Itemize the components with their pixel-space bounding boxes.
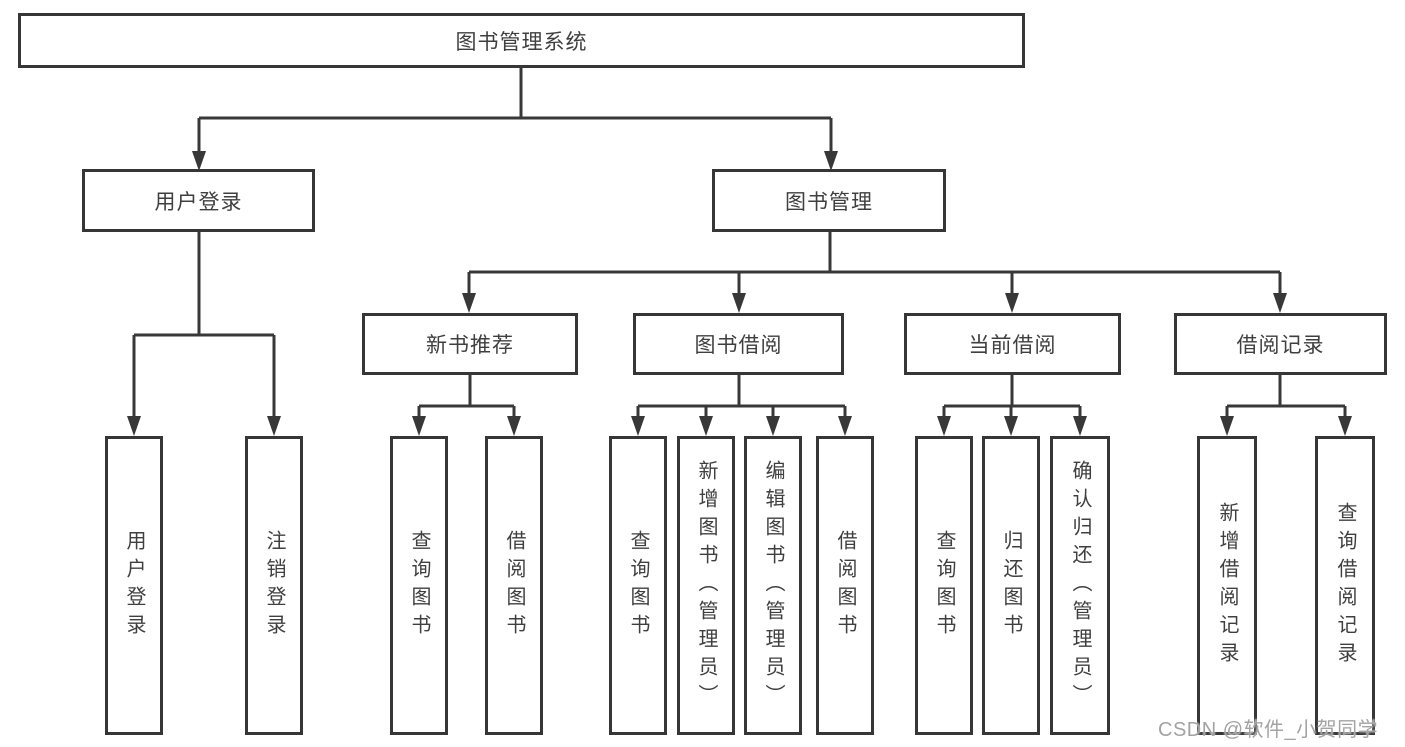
- arrowhead-icon: [1273, 293, 1287, 313]
- arrowhead-icon: [699, 416, 713, 436]
- connector-new-book-rec-to-leaves: [412, 375, 521, 436]
- leaf-user-login: 用户登录: [105, 436, 163, 735]
- connector-book-mgmt-to-level2: [462, 232, 1287, 313]
- node-new-book-rec-label: 新书推荐: [426, 334, 514, 357]
- node-user-login: 用户登录: [82, 169, 315, 232]
- leaf-return-book-label: 归还图书: [1000, 529, 1022, 642]
- node-book-borrow: 图书借阅: [633, 313, 844, 375]
- leaf-add-book: 新增图书（管理员）: [677, 436, 735, 735]
- leaf-query-book-current: 查询图书: [915, 436, 973, 735]
- arrowhead-icon: [412, 416, 426, 436]
- arrowhead-icon: [192, 151, 206, 171]
- connector-root-to-level1: [192, 68, 838, 171]
- arrowhead-icon: [766, 416, 780, 436]
- leaf-query-book-rec-label: 查询图书: [408, 529, 430, 642]
- arrowhead-icon: [1004, 416, 1018, 436]
- leaf-confirm-return-label: 确认归还（管理员）: [1069, 459, 1091, 712]
- connector-book-borrow-to-leaves: [631, 375, 852, 436]
- node-book-mgmt: 图书管理: [712, 169, 946, 232]
- node-root-label: 图书管理系统: [455, 30, 588, 54]
- leaf-borrow-book: 借阅图书: [816, 436, 874, 735]
- node-root: 图书管理系统: [18, 13, 1025, 68]
- leaf-query-borrow-record-label: 查询借阅记录: [1334, 501, 1356, 670]
- leaf-add-borrow-record-label: 新增借阅记录: [1216, 501, 1238, 670]
- leaf-query-borrow-record: 查询借阅记录: [1315, 436, 1375, 735]
- arrowhead-icon: [838, 416, 852, 436]
- node-book-mgmt-label: 图书管理: [785, 190, 873, 214]
- csdn-watermark: CSDN @软件_小贺同学: [1158, 719, 1379, 741]
- arrowhead-icon: [732, 293, 746, 313]
- node-current-borrow-label: 当前借阅: [968, 334, 1057, 357]
- node-new-book-rec: 新书推荐: [362, 313, 578, 375]
- leaf-borrow-book-rec-label: 借阅图书: [503, 529, 525, 642]
- leaf-query-book-current-label: 查询图书: [933, 529, 955, 642]
- arrowhead-icon: [1220, 416, 1234, 436]
- arrowhead-icon: [267, 416, 281, 436]
- leaf-add-borrow-record: 新增借阅记录: [1197, 436, 1257, 735]
- node-book-borrow-label: 图书借阅: [694, 334, 783, 357]
- arrowhead-icon: [824, 151, 838, 171]
- leaf-user-login-label: 用户登录: [123, 529, 145, 642]
- leaf-edit-book: 编辑图书（管理员）: [744, 436, 802, 735]
- leaf-query-book-rec: 查询图书: [390, 436, 448, 735]
- leaf-query-book-borrow: 查询图书: [609, 436, 667, 735]
- leaf-confirm-return: 确认归还（管理员）: [1050, 436, 1110, 735]
- arrowhead-icon: [1005, 293, 1019, 313]
- leaf-logout-login: 注销登录: [245, 436, 303, 735]
- leaf-return-book: 归还图书: [982, 436, 1040, 735]
- arrowhead-icon: [127, 416, 141, 436]
- arrowhead-icon: [937, 416, 951, 436]
- leaf-borrow-book-rec: 借阅图书: [485, 436, 543, 735]
- node-borrow-record-label: 借阅记录: [1236, 334, 1325, 357]
- arrowhead-icon: [507, 416, 521, 436]
- arrowhead-icon: [462, 293, 476, 313]
- connector-borrow-record-to-leaves: [1220, 375, 1352, 436]
- leaf-borrow-book-label: 借阅图书: [834, 529, 856, 642]
- node-current-borrow: 当前借阅: [904, 313, 1121, 375]
- connector-current-borrow-to-leaves: [937, 375, 1087, 436]
- leaf-add-book-label: 新增图书（管理员）: [695, 459, 717, 712]
- arrowhead-icon: [1073, 416, 1087, 436]
- leaf-edit-book-label: 编辑图书（管理员）: [762, 459, 784, 712]
- arrowhead-icon: [631, 416, 645, 436]
- node-borrow-record: 借阅记录: [1174, 313, 1387, 375]
- connector-user-login-to-leaves: [127, 232, 281, 436]
- arrowhead-icon: [1338, 416, 1352, 436]
- leaf-logout-login-label: 注销登录: [263, 529, 285, 642]
- leaf-query-book-borrow-label: 查询图书: [627, 529, 649, 642]
- node-user-login-label: 用户登录: [154, 190, 243, 214]
